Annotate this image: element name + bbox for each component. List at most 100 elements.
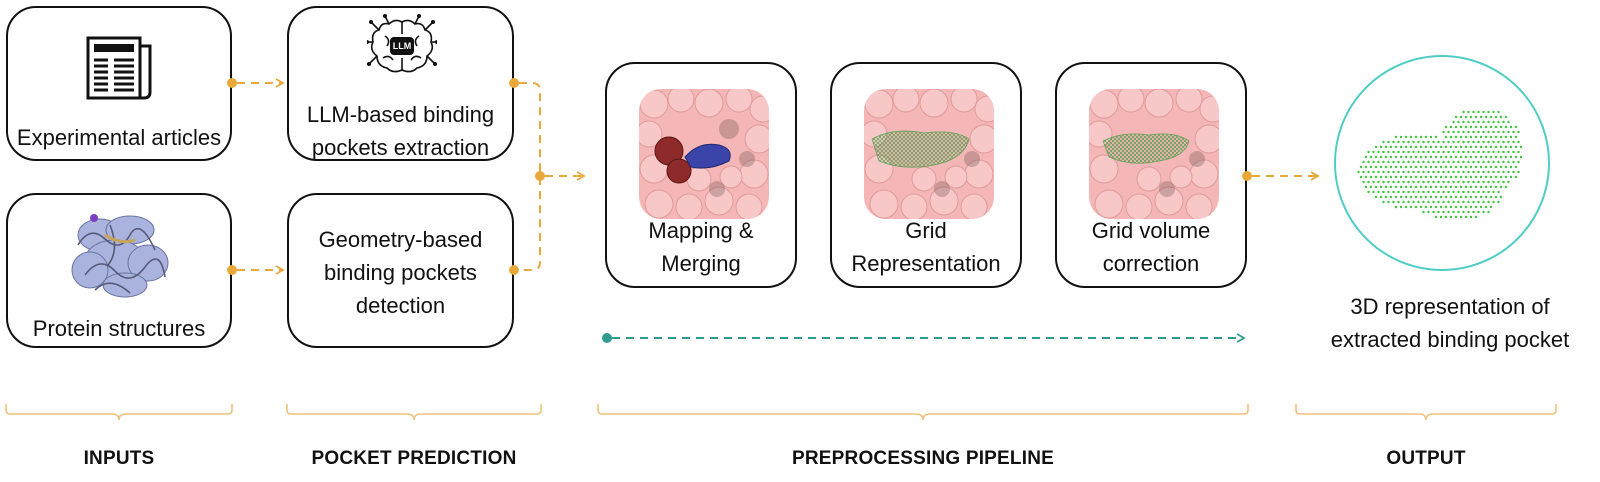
pocket-point [1517,170,1520,174]
pocket-point [1497,130,1500,134]
pocket-point [1462,160,1465,164]
pocket-point [1437,200,1440,204]
pocket-point [1387,180,1390,184]
pocket-point [1482,140,1485,144]
pocket-point [1487,140,1490,144]
pocket-point [1492,180,1495,184]
grid-representation-box: Grid Representation [830,62,1022,288]
pocket-point [1494,185,1498,189]
pocket-point [1499,125,1503,129]
pocket-point [1364,165,1368,169]
pocket-point [1477,170,1480,174]
pocket-point [1479,195,1483,199]
pocket-point [1474,125,1478,129]
pocket-point [1422,200,1425,204]
pocket-point [1424,155,1428,159]
pocket-point [1437,160,1440,164]
pocket-point [1464,205,1468,209]
pocket-point [1389,175,1393,179]
pocket-point [1447,130,1450,134]
pocket-point [1394,165,1398,169]
pocket-point [1457,180,1460,184]
protein-ribbon-icon [60,205,178,305]
pocket-point [1404,145,1408,149]
pocket-point [1439,205,1443,209]
pocket-point [1454,165,1458,169]
pocket-point [1409,145,1413,149]
pocket-point [1487,190,1490,194]
pocket-point [1459,175,1463,179]
pocket-point [1472,190,1475,194]
pocket-point [1512,160,1515,164]
pocket-point [1464,185,1468,189]
pocket-point [1472,110,1475,114]
pocket-point [1462,140,1465,144]
pocket-point [1399,205,1403,209]
pocket-point [1429,175,1433,179]
pocket-point [1519,155,1523,159]
pocket-point [1482,160,1485,164]
pocket-point [1357,170,1360,174]
pocket-point [1382,160,1385,164]
pocket-point [1402,170,1405,174]
pocket-point [1384,175,1388,179]
pocket-point [1464,115,1468,119]
pocket-point [1464,135,1468,139]
pocket-point [1387,200,1390,204]
pocket-point [1469,215,1473,219]
pocket-point [1517,150,1520,154]
pocket-point [1484,155,1488,159]
pocket-point [1494,155,1498,159]
pocket-point [1489,205,1493,209]
pocket-point [1479,155,1483,159]
pocket-point [1417,150,1420,154]
pocket-point [1444,195,1448,199]
pocket-point [1497,170,1500,174]
pocket-point [1459,125,1463,129]
pocket-point [1374,155,1378,159]
pocket-point [1417,180,1420,184]
pocket-point [1474,165,1478,169]
pocket-point [1449,185,1453,189]
pocket-point [1474,205,1478,209]
pocket-point [1372,150,1375,154]
pocket-point [1444,165,1448,169]
pocket-point [1457,150,1460,154]
pocket-point [1367,190,1370,194]
pocket-point [1412,200,1415,204]
pocket-point [1429,155,1433,159]
pocket-point [1499,115,1503,119]
pocket-point [1427,170,1430,174]
newspaper-icon [80,32,160,104]
pocket-point [1424,185,1428,189]
pocket-point [1469,175,1473,179]
pocket-point [1482,200,1485,204]
pocket-point [1487,160,1490,164]
pocket-point [1487,150,1490,154]
pocket-point [1379,165,1383,169]
pocket-point [1489,155,1493,159]
pocket-point [1444,135,1448,139]
brain-circuit-icon: LLM [365,14,439,78]
pocket-point [1434,145,1438,149]
pocket-point [1494,195,1498,199]
pocket-point [1447,190,1450,194]
pocket-point [1509,165,1513,169]
pocket-point [1389,185,1393,189]
pocket-point [1437,170,1440,174]
pocket-point [1487,130,1490,134]
pocket-point [1374,195,1378,199]
pocket-point [1477,130,1480,134]
pocket-point [1367,170,1370,174]
pocket-point [1374,145,1378,149]
pocket-point [1487,170,1490,174]
pocket-point [1452,150,1455,154]
pocket-point [1492,160,1495,164]
pocket-point [1407,170,1410,174]
pocket-point [1447,170,1450,174]
pocket-point [1492,120,1495,124]
pocket-point [1407,160,1410,164]
pocket-point [1497,200,1500,204]
stage-label-output: OUTPUT [1386,448,1466,469]
pocket-point [1512,130,1515,134]
